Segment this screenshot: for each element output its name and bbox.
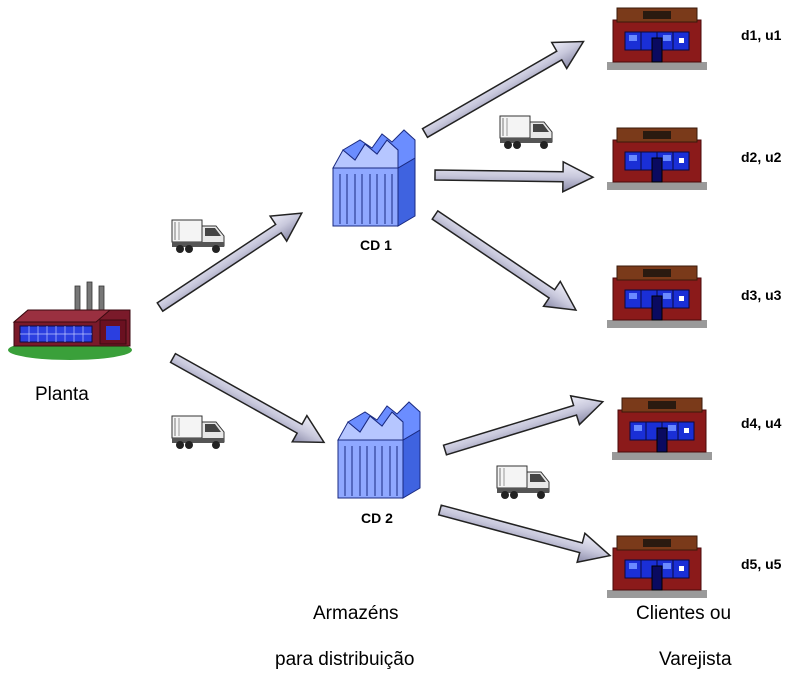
customers-caption-line1: Clientes ou <box>636 603 732 624</box>
store-label-3: d3, u3 <box>741 287 782 303</box>
store-icon-3 <box>606 265 708 329</box>
store-label-4: d4, u4 <box>741 415 782 431</box>
store-icon-1 <box>606 7 708 71</box>
warehouses-caption-line2: para distribuição <box>275 649 415 670</box>
arrow-cd1-to-store3 <box>431 209 578 311</box>
warehouse-icon-cd1 <box>332 129 416 227</box>
truck-icon <box>496 465 550 500</box>
store-icon-2 <box>606 127 708 191</box>
warehouse-icon-cd2 <box>337 401 421 499</box>
arrow-plant-to-cd2 <box>169 352 326 444</box>
arrow-cd2-to-store4 <box>442 394 605 456</box>
flow-arrows <box>156 40 612 564</box>
warehouse-label-cd1: CD 1 <box>360 237 392 253</box>
truck-icon <box>171 415 225 450</box>
store-label-1: d1, u1 <box>741 27 782 43</box>
arrow-cd2-to-store5 <box>437 504 612 564</box>
factory-icon <box>8 281 132 360</box>
warehouse-label-cd2: CD 2 <box>361 510 393 526</box>
arrow-plant-to-cd1 <box>156 212 304 313</box>
truck-icon <box>499 115 553 150</box>
store-label-5: d5, u5 <box>741 556 782 572</box>
arrow-cd1-to-store1 <box>421 40 585 139</box>
customers-caption-line2: Varejista <box>659 649 732 670</box>
store-label-2: d2, u2 <box>741 149 782 165</box>
warehouses-caption-line1: Armazéns <box>313 603 399 624</box>
arrow-cd1-to-store2 <box>434 160 595 193</box>
truck-icon <box>171 219 225 254</box>
store-icon-4 <box>611 397 713 461</box>
store-icon-5 <box>606 535 708 599</box>
plant-label: Planta <box>35 384 89 405</box>
